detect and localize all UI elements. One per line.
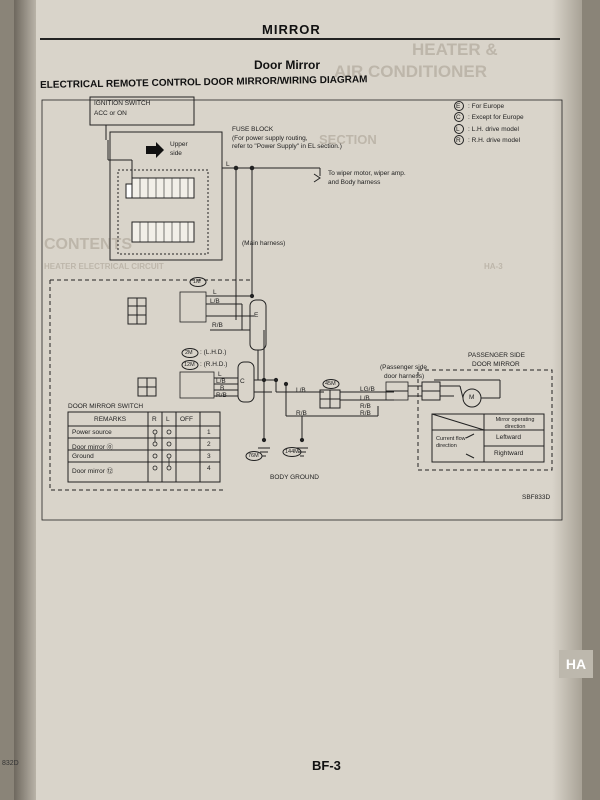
connector-c-block: [237, 361, 255, 403]
ignition-switch-box: [89, 96, 195, 126]
fuse-note-2: refer to "Power Supply" in EL section.): [232, 143, 342, 150]
legend-r-circle: [454, 135, 464, 145]
fuse-block-label: FUSE BLOCK: [232, 126, 274, 133]
switch-row-remark: Ground: [72, 453, 94, 460]
wire-rb-c: R/B: [216, 392, 227, 399]
switch-header-remarks: REMARKS: [94, 416, 127, 423]
header-rule: [40, 38, 560, 40]
diagram-ref-code: SBF833D: [522, 494, 551, 501]
legend-europe: : For Europe: [468, 103, 505, 110]
rightward-label: Rightward: [494, 450, 524, 457]
connector-12m-badge: [181, 360, 199, 370]
leftward-label: Leftward: [496, 434, 521, 441]
wire-lb-passenger: L/B: [360, 395, 370, 402]
page-number: BF-3: [312, 758, 341, 773]
main-harness-label: (Main harness): [242, 240, 286, 247]
acc-on-label: ACC or ON: [94, 110, 127, 117]
connector-2m-label: 2M: [185, 350, 193, 356]
section-tab-ha: HA: [559, 650, 593, 678]
legend-e-circle: [454, 101, 464, 111]
rhd-label: : (R.H.D.): [200, 361, 228, 368]
to-wiper-2: and Body harness: [328, 179, 381, 186]
ghost-section: SECTION: [319, 132, 377, 147]
legend-rhd-symbol: R: [456, 137, 461, 144]
left-edge-code: 832D: [2, 760, 19, 767]
ground-76m-label: 76M: [248, 453, 259, 459]
passenger-harness-2: door harness): [384, 373, 425, 380]
wiring-diagram: [41, 96, 563, 521]
ghost-heater: HEATER &: [412, 40, 498, 59]
passenger-mirror-box: [417, 369, 553, 471]
diagram-frame: [41, 99, 563, 521]
wire-lb-1m: L/B: [210, 298, 220, 305]
to-wiper-1: To wiper motor, wiper amp.: [328, 170, 406, 177]
connector-45m-badge: [322, 379, 340, 389]
current-flow-direction: Current flow direction: [436, 436, 466, 449]
switch-row-no: 2: [207, 441, 211, 448]
switch-row-remark: Door mirror ⑫: [72, 468, 114, 475]
legend-lhd-symbol: L: [456, 126, 460, 133]
wire-l-1m: L: [213, 289, 217, 296]
wire-c-label: C: [240, 378, 245, 385]
connector-12m-label: 12M: [184, 362, 195, 368]
wire-lb-c: L/B: [216, 378, 226, 385]
legend-l-circle: [454, 124, 464, 134]
wire-rb-ground: R/B: [296, 410, 307, 417]
legend-except-europe: : Except for Europe: [468, 114, 524, 121]
ground-76m-badge: [245, 451, 263, 461]
lhd-label: : (L.H.D.): [200, 349, 227, 356]
passenger-mirror-2: DOOR MIRROR: [472, 361, 520, 368]
wire-lb-45m: L/B: [296, 387, 306, 394]
wire-lgb: LG/B: [360, 386, 375, 393]
switch-row-no: 1: [207, 429, 211, 436]
wire-l-top: L: [226, 161, 230, 168]
body-ground-label: BODY GROUND: [270, 474, 319, 481]
fuse-block-inner: [117, 169, 209, 255]
legend-except-symbol: C: [456, 114, 461, 121]
connector-45m-label: 45M: [325, 381, 336, 387]
ground-144m-badge: [282, 447, 302, 457]
switch-row-remark: Power source: [72, 429, 112, 436]
legend-rhd: : R.H. drive model: [468, 137, 521, 144]
switch-table-title: DOOR MIRROR SWITCH: [68, 403, 144, 410]
fuse-block-outer: [109, 131, 223, 261]
wire-l-c: L: [218, 371, 222, 378]
wire-rb-passenger: R/B: [360, 410, 371, 417]
wire-b-c: B: [220, 385, 225, 392]
wire-e-label: E: [254, 312, 259, 319]
mirror-operating-direction: Mirror operating direction: [495, 417, 535, 430]
switch-table-frame: [67, 411, 221, 483]
fuse-note-1: (For power supply routing,: [232, 135, 308, 142]
wire-rb-passenger-2: R/B: [360, 403, 371, 410]
page-gutter-shadow: [14, 0, 36, 800]
switch-header-r: R: [152, 416, 157, 423]
legend-europe-symbol: E: [456, 103, 461, 110]
switch-header-off: OFF: [180, 416, 193, 423]
connector-1m-label: 1M: [193, 279, 201, 285]
connector-2m-badge: [181, 348, 199, 358]
switch-header-l: L: [166, 416, 170, 423]
ghost-air-conditioner: AIR CONDITIONER: [334, 62, 487, 81]
switch-row-no: 4: [207, 465, 211, 472]
manual-page: HEATER & AIR CONDITIONER SECTION CONTENT…: [14, 0, 593, 800]
wire-rb-1m: R/B: [212, 322, 223, 329]
ground-144m-label: 144M: [285, 449, 299, 455]
section-heading: Door Mirror: [254, 58, 320, 72]
passenger-mirror-1: PASSENGER SIDE: [468, 352, 525, 359]
side-label: side: [170, 150, 182, 157]
legend-lhd: : L.H. drive model: [468, 126, 519, 133]
passenger-harness-1: (Passenger side: [380, 364, 427, 371]
upper-label: Upper: [170, 141, 188, 148]
ghost-electrical: HEATER ELECTRICAL CIRCUIT: [44, 262, 164, 271]
page-header-title: MIRROR: [262, 22, 321, 37]
ignition-switch-label: IGNITION SWITCH: [94, 100, 151, 107]
direction-table: [431, 413, 545, 463]
motor-label: M: [469, 394, 475, 401]
legend-c-circle: [454, 112, 464, 122]
ghost-ha-ref: HA-3: [484, 262, 503, 271]
switch-row-remark: Door mirror ⓪: [72, 444, 114, 451]
switch-row-no: 3: [207, 453, 211, 460]
connector-1m-badge: [189, 277, 207, 287]
